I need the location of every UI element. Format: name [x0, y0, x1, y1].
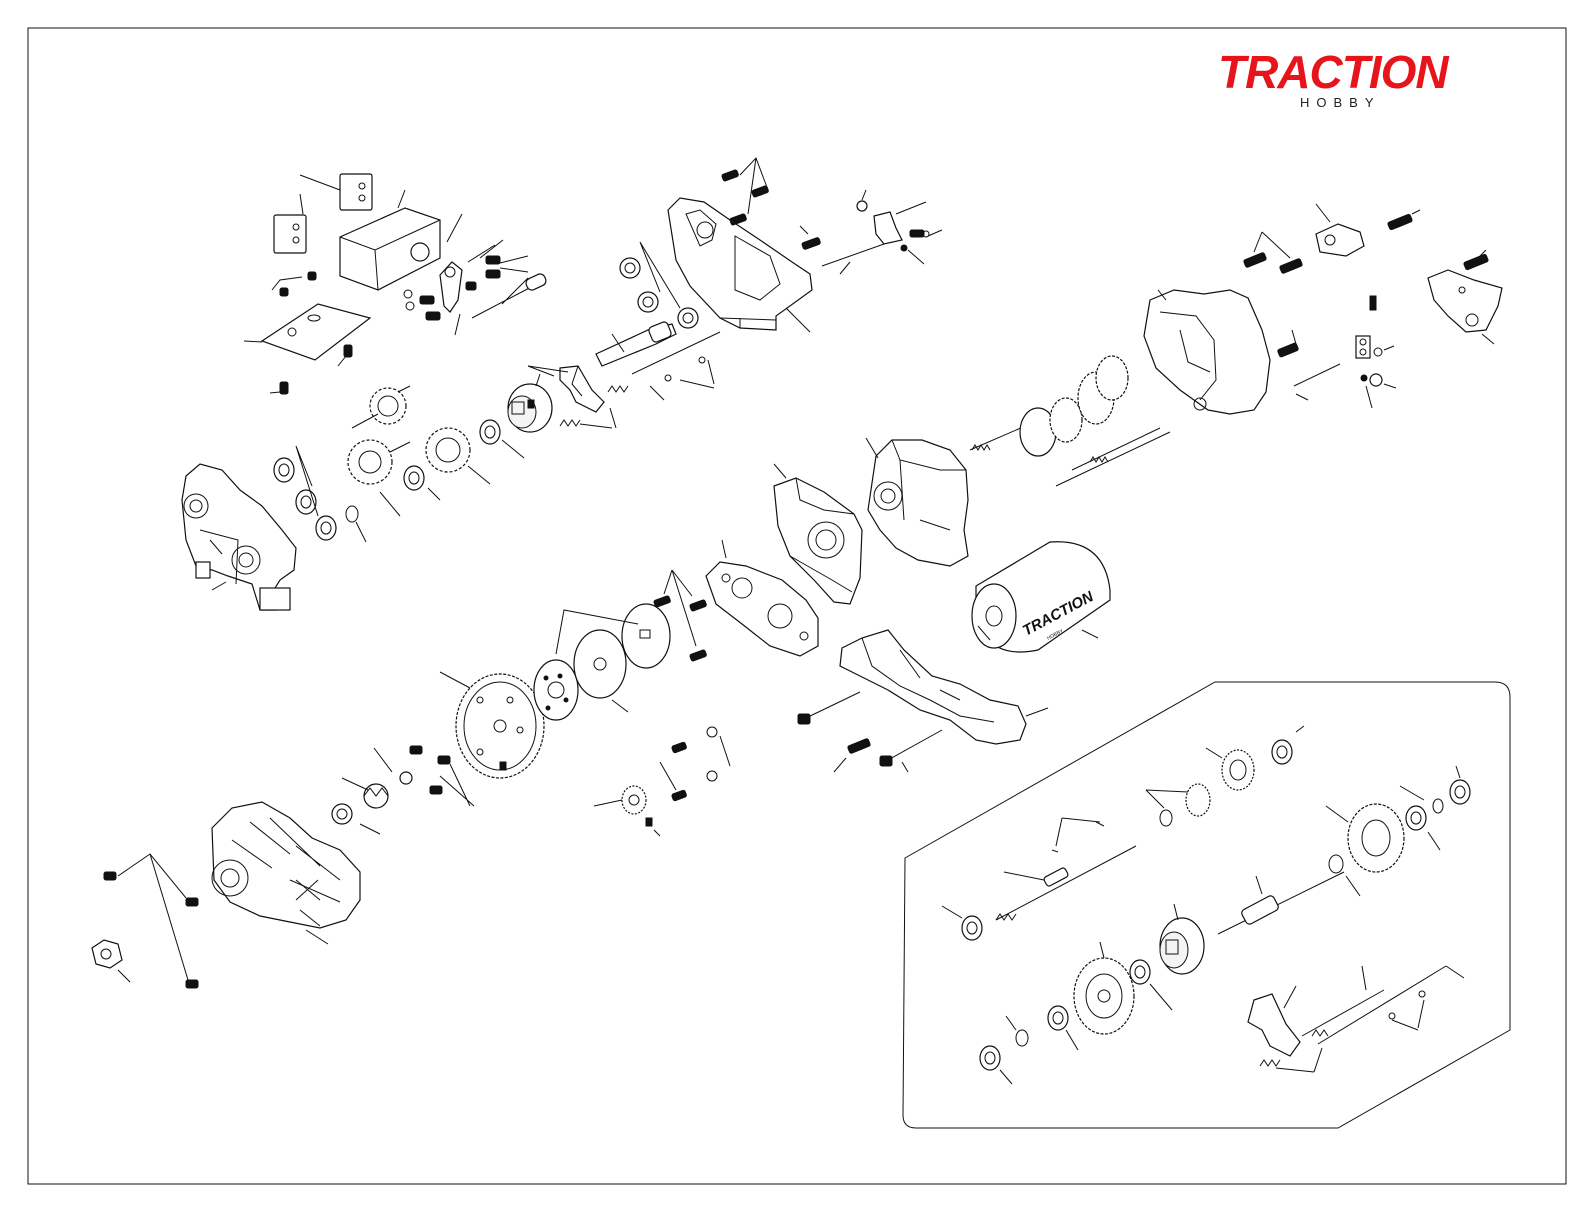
spur-gear [352, 388, 406, 428]
spur-gear [426, 428, 470, 472]
bearing [316, 516, 336, 540]
slipper-spur-gear [1074, 958, 1134, 1034]
spur-gear [1186, 784, 1210, 816]
slipper-pad [574, 630, 626, 698]
spur-gear [348, 440, 410, 484]
spur-gear [1348, 804, 1404, 872]
cover-cap [92, 940, 122, 968]
slipper-pad [622, 604, 670, 668]
right-case-half [1144, 204, 1502, 414]
shift-fork [560, 366, 604, 412]
slipper-plate [534, 660, 578, 720]
transmission-gears [274, 386, 490, 542]
long-screw [888, 730, 942, 760]
electric-motor: TRACTION HOBBY [972, 542, 1110, 652]
servo-horn [440, 262, 462, 312]
slipper-nut [332, 804, 352, 824]
spring [608, 386, 628, 392]
shift-fork-group [480, 321, 720, 458]
input-shaft [996, 846, 1136, 920]
shift-fork [1248, 994, 1300, 1056]
long-screw [806, 692, 860, 718]
servo-group [244, 174, 548, 394]
gearbox-assembly-left [182, 464, 296, 610]
steering-bellcrank [1428, 270, 1502, 332]
slipper-spring [364, 784, 388, 808]
bearing [480, 420, 500, 444]
slipper-clutch-group [332, 570, 730, 836]
shim [346, 506, 358, 522]
gearbox-case-half [620, 158, 942, 332]
spring [1260, 1060, 1280, 1066]
spring [1312, 1030, 1328, 1036]
bearing [962, 916, 982, 940]
gear-cover [92, 802, 360, 988]
shift-shaft [822, 244, 884, 266]
output-shaft [1218, 872, 1344, 934]
dog-clutch-hub [1160, 918, 1204, 974]
spring [560, 420, 580, 426]
dog-clutch-hub [508, 384, 552, 432]
servo-mount-block [274, 215, 306, 253]
bearing [1406, 806, 1426, 830]
servo-mount-plate [262, 304, 370, 360]
bearing [296, 490, 316, 514]
bearing [1130, 960, 1150, 984]
servo-saver [1316, 224, 1364, 256]
bearing [1272, 740, 1292, 764]
center-gearbox-housing [866, 438, 968, 566]
pinion-gear [622, 786, 646, 814]
servo-link-rod [472, 285, 535, 318]
spur-gear [1222, 750, 1254, 790]
bearing [274, 458, 294, 482]
shift-bracket [874, 212, 902, 244]
detail-inset-parts [942, 726, 1470, 1084]
bearing [980, 1046, 1000, 1070]
servo-mount-block [340, 174, 372, 210]
bearing [678, 308, 698, 328]
bearing [1048, 1006, 1068, 1030]
transmission-assembly [970, 356, 1170, 486]
bearing [404, 466, 424, 490]
bearing [1450, 780, 1470, 804]
main-spur-gear [456, 674, 544, 778]
bearing [620, 258, 640, 278]
bearing [638, 292, 658, 312]
